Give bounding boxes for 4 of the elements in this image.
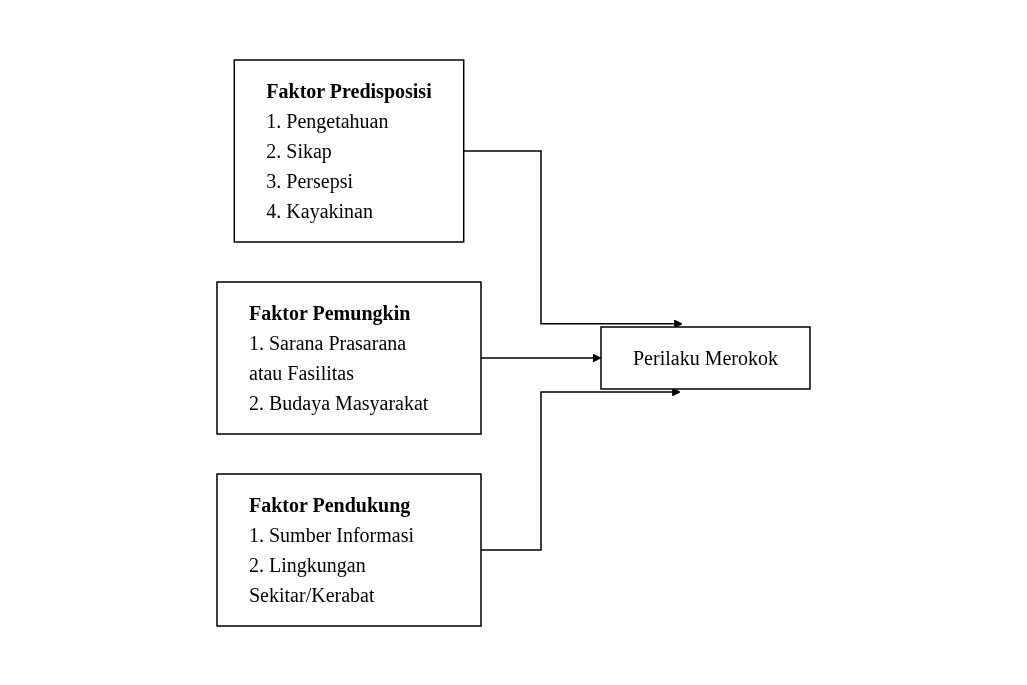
node-box: Faktor Predisposisi 1. Pengetahuan 2. Sikap 3. Persepsi 4. Kayakinan: [233, 58, 465, 243]
node-box: Perilaku Merokok: [600, 325, 811, 390]
node-box: Faktor Pemungkin 1. Sarana Prasarana atau Fasilitas 2. Budaya Masyarakat: [216, 280, 482, 435]
node-box: Faktor Pendukung 1. Sumber Informasi 2. Lingkungan Sekitar/Kerabat: [216, 472, 482, 627]
